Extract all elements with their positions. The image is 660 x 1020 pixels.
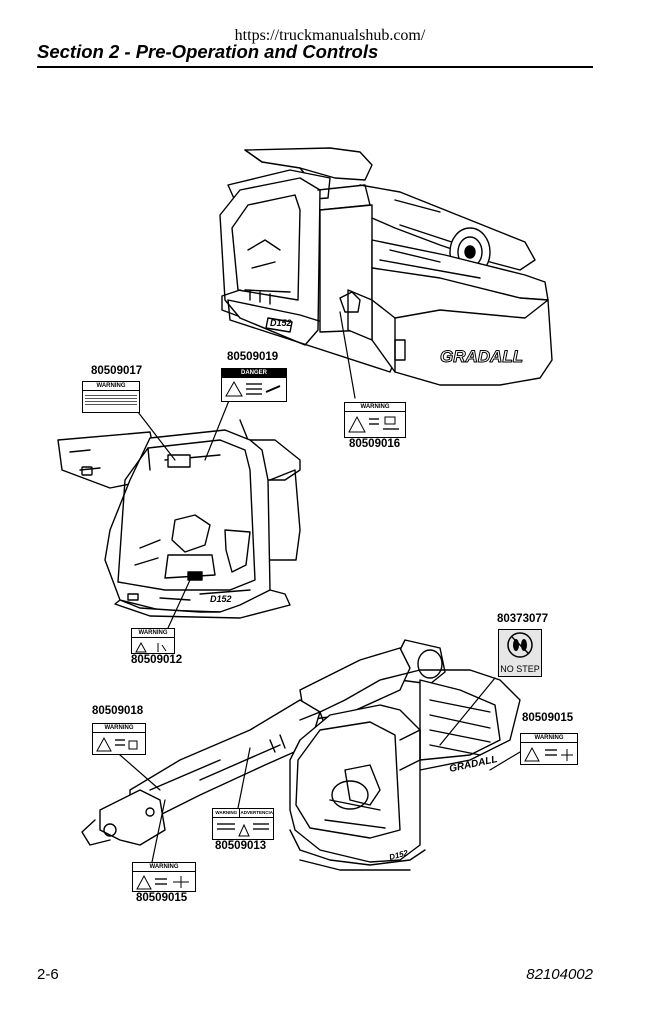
hazard-icon <box>135 641 167 653</box>
document-number: 82104002 <box>526 966 593 983</box>
decal-header: WARNING <box>521 734 577 743</box>
no-step-text: NO STEP <box>500 664 540 674</box>
hazard-icon <box>348 415 399 433</box>
part-number-80509013: 80509013 <box>215 840 267 852</box>
decal-80509013: WARNING ADVERTENCIA <box>212 808 274 840</box>
part-number-80509016: 80509016 <box>349 438 401 450</box>
part-number-80509017: 80509017 <box>91 365 143 377</box>
decal-80509015-bottom: WARNING <box>132 862 196 892</box>
part-number-80373077: 80373077 <box>497 613 549 625</box>
bottom-machine-drawing <box>81 639 521 871</box>
decal-header: WARNING <box>133 863 195 872</box>
hazard-icon <box>217 823 269 837</box>
part-number-80509018: 80509018 <box>92 705 144 717</box>
decal-header: WARNING <box>93 724 145 733</box>
cab-view-drawing <box>57 419 301 619</box>
no-step-icon <box>507 632 533 658</box>
decal-header: WARNING <box>132 629 174 638</box>
page-url: https://truckmanualshub.com/ <box>234 27 426 44</box>
decal-header: DANGER <box>222 369 286 378</box>
decal-80509017: WARNING <box>82 381 140 413</box>
decal-80509016: WARNING <box>344 402 406 438</box>
cab-view-model: D152 <box>210 594 232 604</box>
top-machine-model: D152 <box>270 318 292 328</box>
decal-header: WARNING <box>83 382 139 391</box>
header-rule <box>37 66 593 68</box>
section-title: Section 2 - Pre-Operation and Controls <box>37 41 379 62</box>
part-number-80509015-right: 80509015 <box>522 712 574 724</box>
top-machine-drawing <box>219 147 553 386</box>
decal-80509019: DANGER <box>221 368 287 402</box>
decal-header: WARNING <box>345 403 405 412</box>
hazard-icon <box>136 874 189 890</box>
hazard-icon <box>225 380 281 397</box>
leader-lines <box>119 311 521 863</box>
part-number-80509012: 80509012 <box>131 654 183 666</box>
decal-header-right: ADVERTENCIA <box>240 810 273 815</box>
page-number: 2-6 <box>37 966 59 983</box>
decal-80509012: WARNING <box>131 628 175 654</box>
hazard-icon <box>96 736 138 752</box>
decal-header-left: WARNING <box>213 809 241 817</box>
part-number-80509015-bottom: 80509015 <box>136 892 188 904</box>
decal-80373077: NO STEP <box>498 629 542 677</box>
top-machine-logo: GRADALL <box>440 347 523 366</box>
decal-80509015-right: WARNING <box>520 733 578 765</box>
part-number-80509019: 80509019 <box>227 351 279 363</box>
decal-80509018: WARNING <box>92 723 146 755</box>
hazard-icon <box>524 746 573 762</box>
bottom-machine-logo: GRADALL <box>448 754 498 775</box>
